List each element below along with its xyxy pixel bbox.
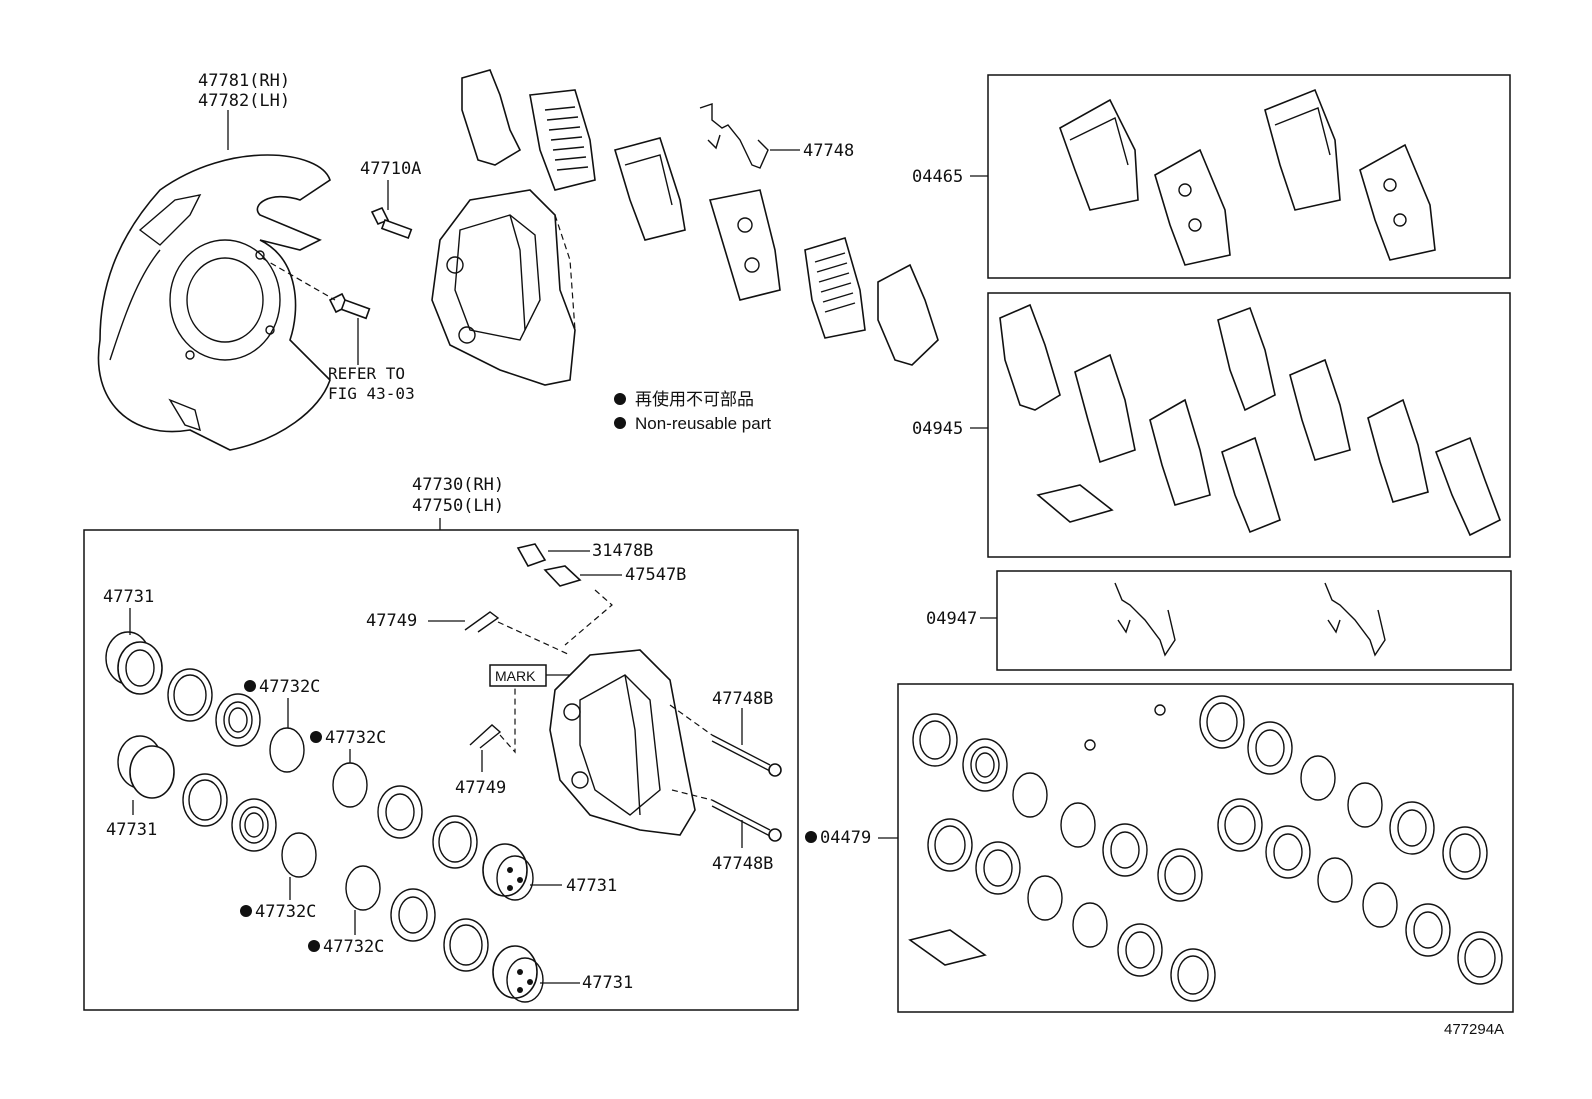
seal-3-dot (240, 905, 252, 917)
pad-kit-2-label: 04945 (912, 419, 963, 439)
drawing-number: 477294A (1444, 1021, 1504, 1038)
pad-kit-04945-box (987, 292, 1511, 558)
pad-top-row (461, 69, 939, 366)
seal-2-label: 47732C (325, 728, 386, 748)
pad-kit-04465-parts (1059, 88, 1436, 266)
pad-kit-04945-parts (999, 303, 1502, 537)
seal-4-label: 47732C (323, 937, 384, 957)
seal-kit-dot (805, 831, 817, 843)
caliper-lh-label: 47750(LH) (412, 496, 504, 516)
pin-47748B-top (711, 734, 782, 777)
legend-jp: 再使用不可部品 (635, 389, 754, 409)
dust-shield (97, 154, 331, 451)
shield-rh-label: 47781(RH) (198, 71, 290, 91)
pin-clip-bottom (469, 724, 502, 749)
legend-dot-en (614, 417, 626, 429)
caliper-top (431, 189, 576, 386)
legend-dot-jp (614, 393, 626, 405)
pin-clip-top (464, 611, 500, 633)
seal-3-label: 47732C (255, 902, 316, 922)
clip-kit-label: 04947 (926, 609, 977, 629)
pin-47748B-bottom (711, 799, 782, 842)
piston-c1-label: 47731 (566, 876, 617, 896)
mark-label: MARK (495, 668, 536, 684)
cap-label: 31478B (592, 541, 653, 561)
clip-kit-04947-parts (1114, 582, 1386, 657)
caliper-rh-label: 47730(RH) (412, 475, 504, 495)
pad-kit-1-label: 04465 (912, 167, 963, 187)
clip-kit-04947-box (996, 570, 1512, 671)
bolt-label: 47710A (360, 159, 421, 179)
pin-top-label: 47748B (712, 689, 773, 709)
caliper-assembly-box (83, 529, 799, 1011)
caliper-bottom (549, 649, 696, 836)
bleeder-label: 47547B (625, 565, 686, 585)
pin-clip-top-label: 47749 (366, 611, 417, 631)
spring-clip-label: 47748 (803, 141, 854, 161)
seal-kit-04479-parts (908, 695, 1503, 1002)
seal-2-dot (310, 731, 322, 743)
seal-kit-04479-box (897, 683, 1514, 1013)
fig-ref-label: FIG 43-03 (328, 384, 415, 403)
seal-1-dot (244, 680, 256, 692)
bolt-47710A (370, 206, 413, 240)
bleeder-47547B (543, 565, 582, 587)
refer-to-label: REFER TO (328, 364, 405, 383)
pin-bottom-label: 47748B (712, 854, 773, 874)
pistons-seals (105, 631, 544, 1003)
cap-31478B (516, 543, 547, 567)
pin-clip-bottom-label: 47749 (455, 778, 506, 798)
seal-kit-label: 04479 (820, 828, 871, 848)
legend-en: Non-reusable part (635, 414, 771, 433)
seal-1-label: 47732C (259, 677, 320, 697)
bolt-refer (328, 292, 371, 320)
seal-4-dot (308, 940, 320, 952)
piston-c2-label: 47731 (582, 973, 633, 993)
piston-tl-label: 47731 (103, 587, 154, 607)
spring-clip-47748 (699, 103, 769, 169)
piston-ml-label: 47731 (106, 820, 157, 840)
shield-lh-label: 47782(LH) (198, 91, 290, 111)
